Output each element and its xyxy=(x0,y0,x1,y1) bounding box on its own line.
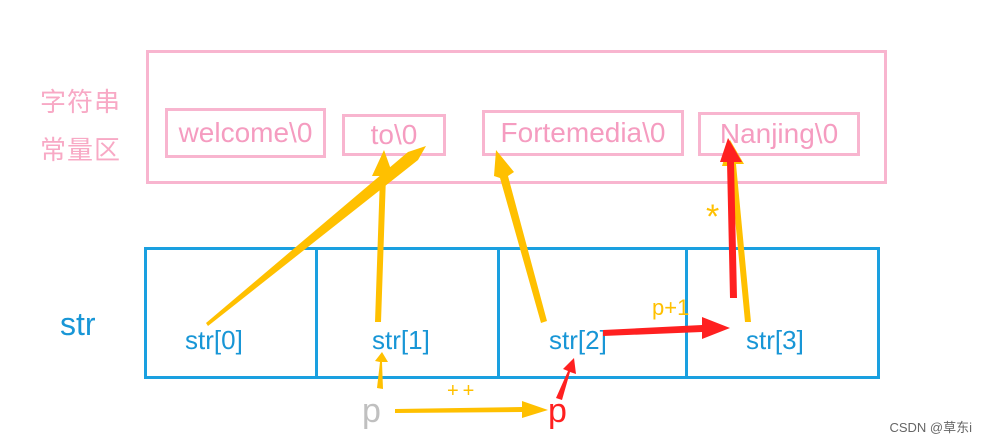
arrow-str3-to-nanjing-yellow xyxy=(722,140,751,322)
string-literal-welcome: welcome\0 xyxy=(165,108,326,158)
array-cell-3-label: str[3] xyxy=(746,325,804,355)
arrow-str2-to-fortemedia xyxy=(494,150,547,323)
array-cell-3 xyxy=(685,247,880,379)
string-literal-to: to\0 xyxy=(342,114,446,156)
string-literal-fortemedia: Fortemedia\0 xyxy=(482,110,684,156)
arrow-newp-to-str2 xyxy=(556,358,576,400)
arrow-p-plus-1 xyxy=(603,317,730,339)
arrow-increment xyxy=(395,401,548,418)
array-cell-1-label: str[1] xyxy=(372,325,430,355)
string-constant-pool xyxy=(146,50,887,184)
watermark: CSDN @草东i xyxy=(889,420,972,435)
pool-label-line1: 字符串 xyxy=(40,87,122,117)
arrow-str0-to-welcome xyxy=(206,146,426,326)
arrow-str1-to-to xyxy=(372,150,394,322)
arrow-deref-to-nanjing-red xyxy=(720,138,742,298)
arrow-p-to-str1 xyxy=(375,352,388,389)
pointer-plus-one-label: p+1 xyxy=(652,295,690,320)
string-literal-nanjing: Nanjing\0 xyxy=(698,112,860,156)
array-cell-0-label: str[0] xyxy=(185,325,243,355)
pool-label-line2: 常量区 xyxy=(40,135,122,165)
pointer-increment-label: ++ xyxy=(447,380,479,402)
array-cell-2-label: str[2] xyxy=(549,325,607,355)
array-name-label: str xyxy=(60,306,96,342)
pointer-p-before: p xyxy=(362,392,381,430)
pointer-p-after: p xyxy=(548,392,567,430)
deref-star-label: * xyxy=(706,198,720,236)
